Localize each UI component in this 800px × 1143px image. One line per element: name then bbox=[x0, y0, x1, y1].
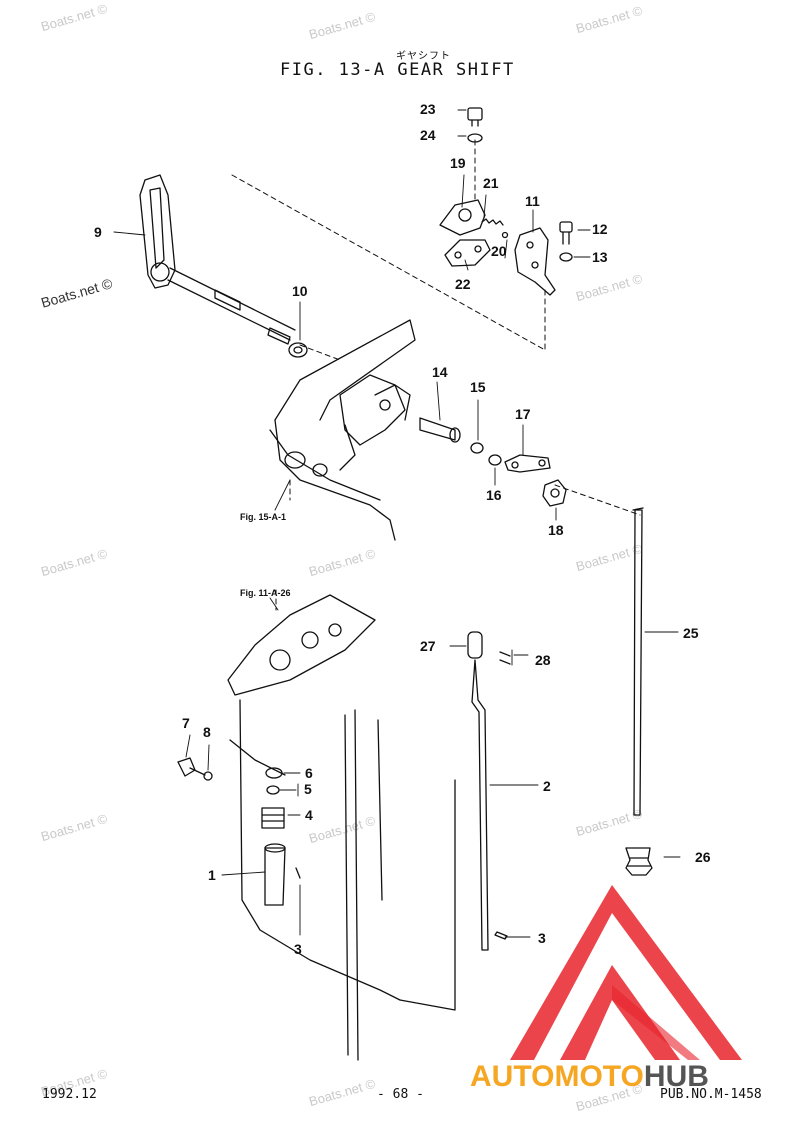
upper-casing bbox=[269, 319, 416, 541]
screw-7 bbox=[177, 757, 206, 777]
callout-2: 2 bbox=[543, 778, 551, 794]
gasket-22 bbox=[444, 239, 491, 267]
footer-date: 1992.12 bbox=[42, 1087, 97, 1102]
washer-13 bbox=[559, 252, 573, 262]
callout-12: 12 bbox=[592, 221, 608, 237]
title-japanese: ギヤシフト bbox=[396, 51, 451, 62]
callout-19: 19 bbox=[450, 155, 466, 171]
callout-20: 20 bbox=[491, 243, 507, 259]
bushing-10 bbox=[288, 342, 308, 358]
brand-wordmark: AUTOMOTOHUB bbox=[470, 1060, 709, 1094]
callout-28: 28 bbox=[535, 652, 551, 668]
callout-10: 10 bbox=[292, 283, 308, 299]
callout-7: 7 bbox=[182, 715, 190, 731]
pin-3a bbox=[295, 867, 301, 879]
callout-8: 8 bbox=[203, 724, 211, 740]
callout-1: 1 bbox=[208, 867, 216, 883]
pin-3b bbox=[494, 931, 508, 940]
callout-9: 9 bbox=[94, 224, 102, 240]
brand-text-part2: HUB bbox=[643, 1060, 709, 1093]
ball-20 bbox=[501, 231, 509, 239]
bolt-12 bbox=[559, 221, 573, 245]
callout-3b: 3 bbox=[538, 930, 546, 946]
bolt-23 bbox=[467, 107, 483, 127]
grommet-26 bbox=[625, 847, 653, 876]
footer-pub-number: PUB.NO.M-1458 bbox=[660, 1087, 762, 1102]
bracket-11 bbox=[514, 227, 556, 296]
sleeve-1 bbox=[264, 843, 286, 906]
pin-28 bbox=[499, 651, 511, 665]
callout-23: 23 bbox=[420, 101, 436, 117]
shift-shaft-14 bbox=[419, 417, 461, 443]
shift-lever-9 bbox=[139, 174, 296, 345]
callout-22: 22 bbox=[455, 276, 471, 292]
callout-26: 26 bbox=[695, 849, 711, 865]
shift-rod-25 bbox=[632, 507, 644, 816]
callout-6: 6 bbox=[305, 765, 313, 781]
callout-15: 15 bbox=[470, 379, 486, 395]
ref-fig-15: Fig. 15-A-1 bbox=[240, 512, 287, 522]
brand-text-part1: AUTOMOTO bbox=[470, 1060, 644, 1093]
callout-3a: 3 bbox=[294, 941, 302, 957]
washer-24 bbox=[467, 133, 483, 143]
ring-15 bbox=[470, 442, 484, 454]
callout-21: 21 bbox=[483, 175, 499, 191]
shift-rod-2 bbox=[467, 631, 489, 951]
callout-24: 24 bbox=[420, 127, 436, 143]
callout-13: 13 bbox=[592, 249, 608, 265]
callout-18: 18 bbox=[548, 522, 564, 538]
bracket-19 bbox=[439, 199, 504, 236]
arm-17 bbox=[504, 454, 551, 473]
washer-16 bbox=[488, 454, 502, 466]
callout-25: 25 bbox=[683, 625, 699, 641]
callout-11: 11 bbox=[525, 193, 540, 209]
nut-8 bbox=[203, 771, 213, 781]
callout-17: 17 bbox=[515, 406, 531, 422]
grommet-4 bbox=[261, 807, 285, 829]
lower-casing bbox=[227, 594, 456, 1061]
nut-18 bbox=[542, 479, 567, 507]
page-title: FIG. 13-A GEAR SHIFT bbox=[280, 60, 515, 80]
callout-27: 27 bbox=[420, 638, 436, 654]
ring-5 bbox=[266, 785, 280, 795]
callout-16: 16 bbox=[486, 487, 502, 503]
callout-5: 5 bbox=[304, 781, 312, 797]
callout-4: 4 bbox=[305, 807, 313, 823]
washer-6 bbox=[265, 767, 283, 779]
footer-page-number: - 68 - bbox=[377, 1087, 424, 1102]
ref-fig-11: Fig. 11-A-26 bbox=[240, 588, 291, 598]
brand-logo bbox=[510, 885, 742, 1060]
callout-14: 14 bbox=[432, 364, 448, 380]
